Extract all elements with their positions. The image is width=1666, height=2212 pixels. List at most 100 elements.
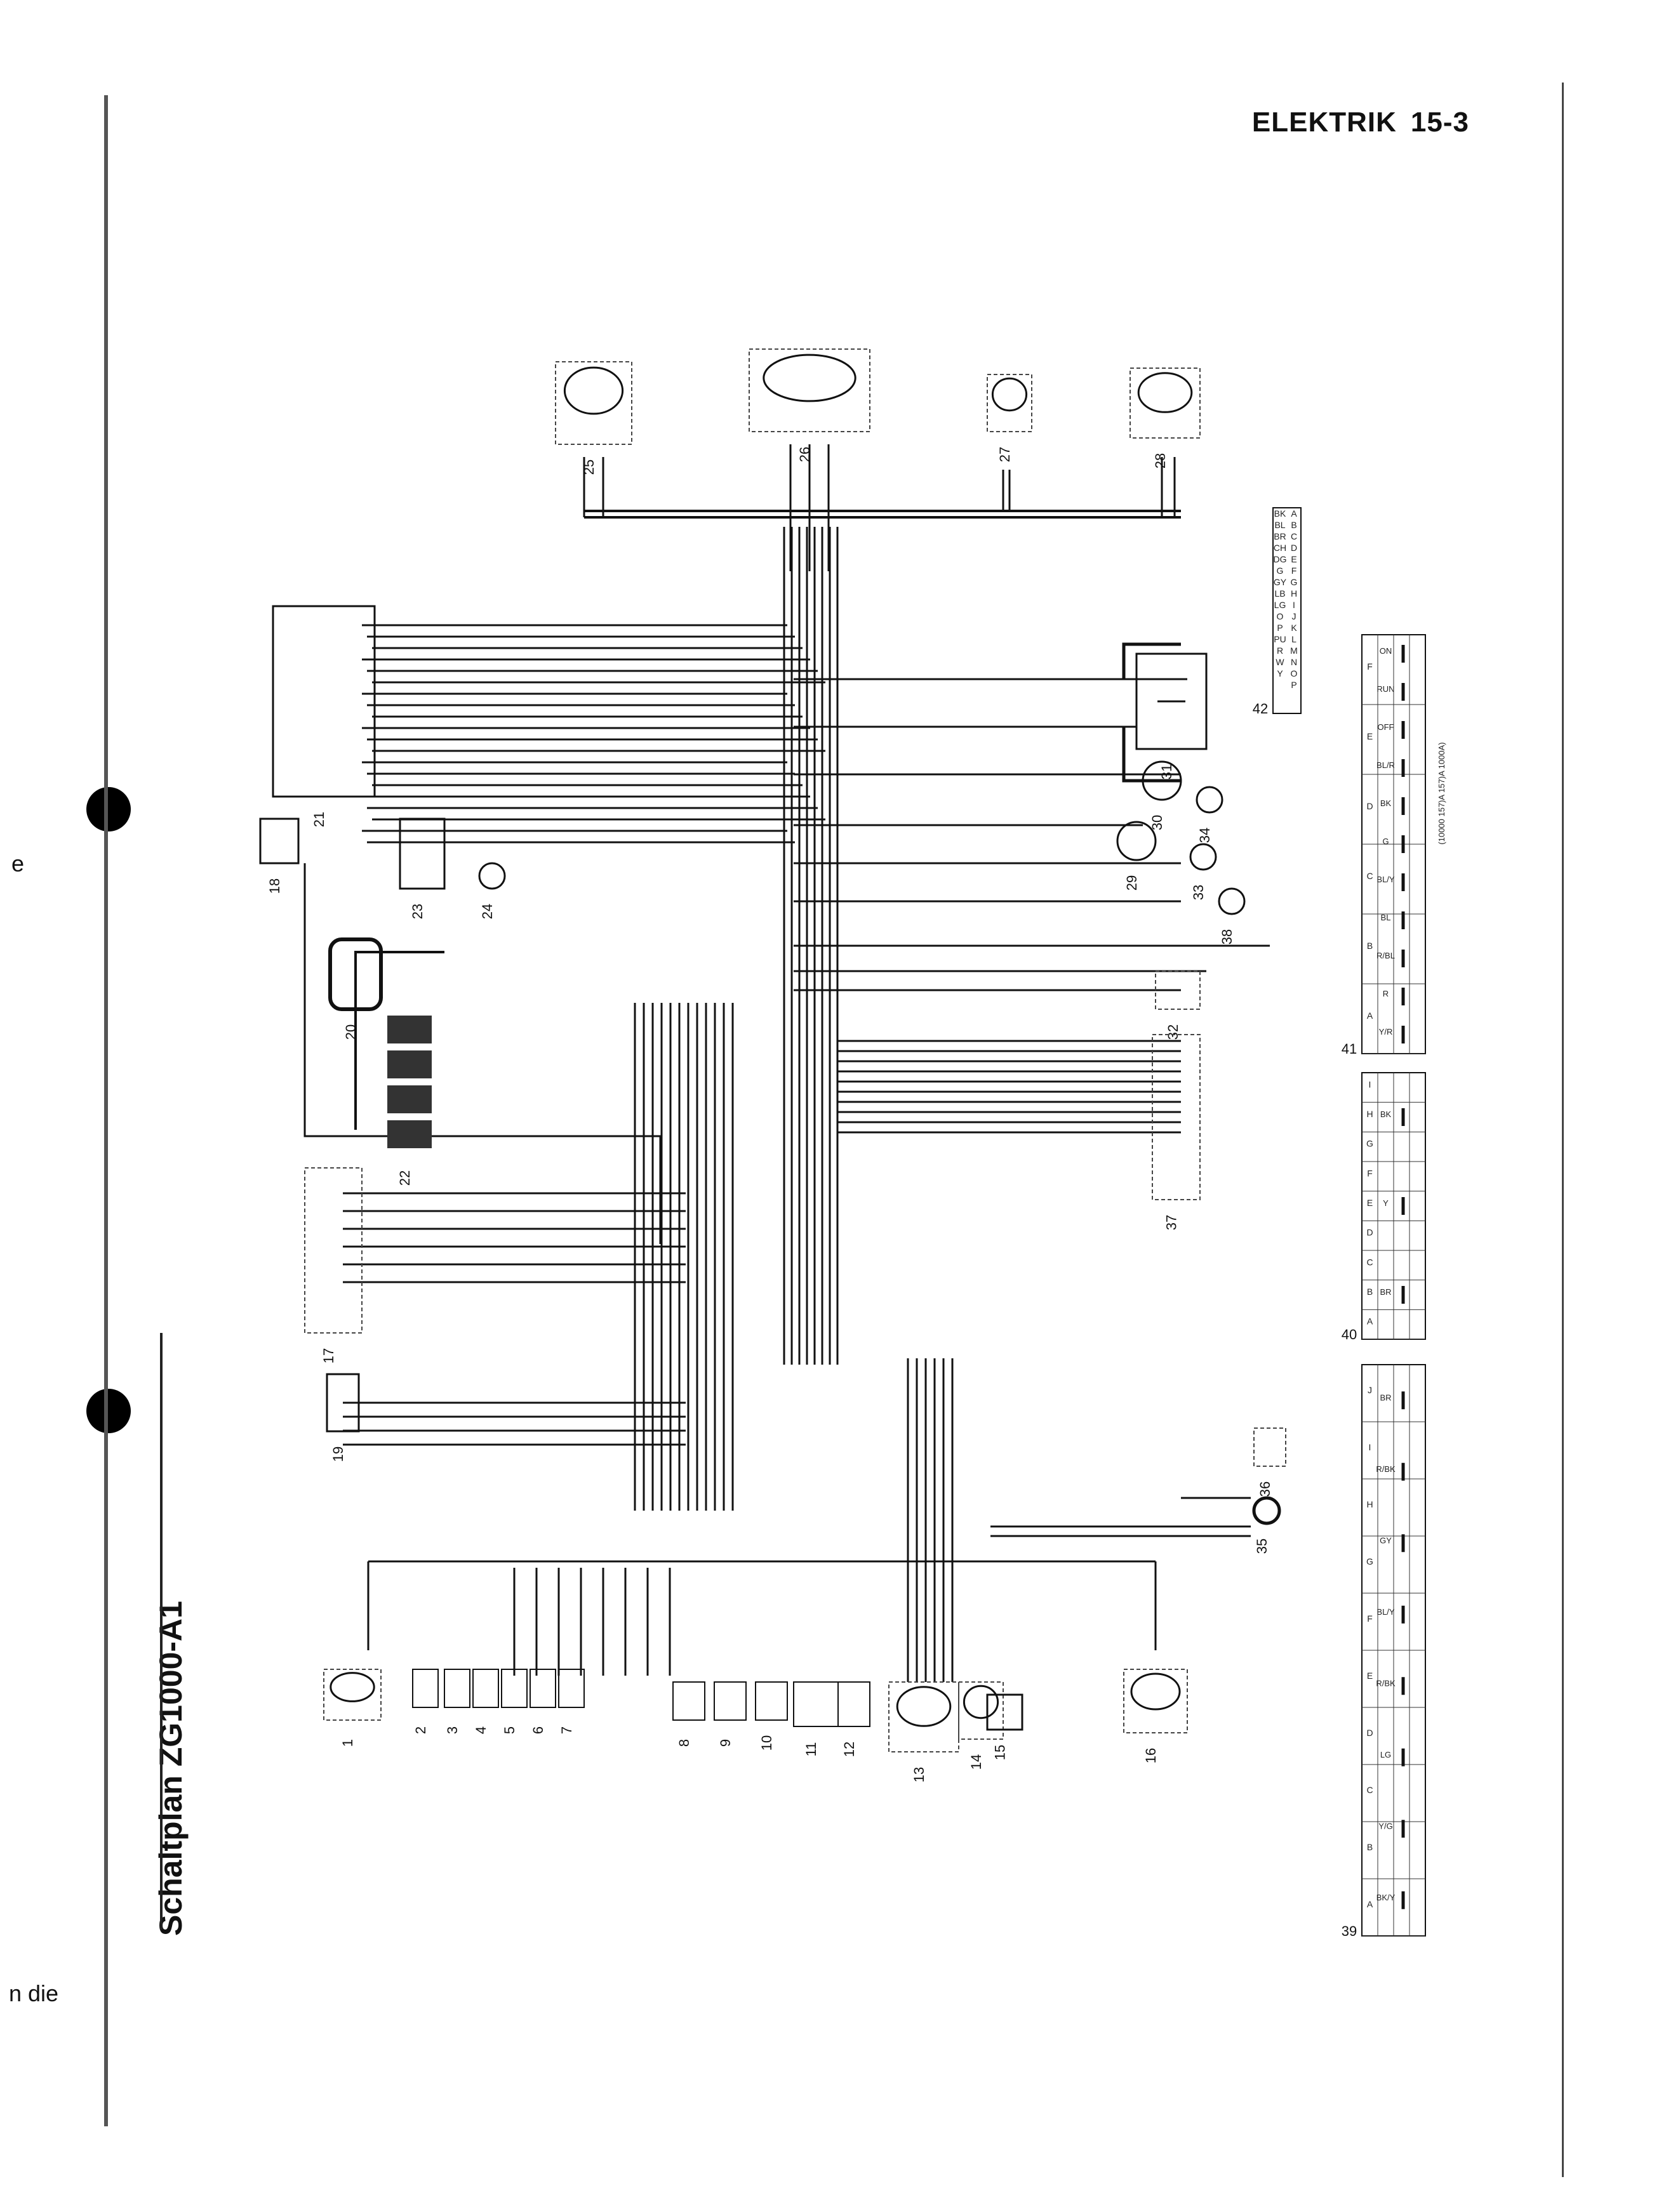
colour-letter: E [1291, 554, 1296, 564]
table-footnote: (10000 157)A 157)A 1000A) [1437, 742, 1446, 844]
component-label: 6 [530, 1726, 546, 1734]
component-label: 24 [479, 904, 495, 919]
component-32: 32 [1155, 970, 1201, 1040]
component-label: 21 [311, 812, 327, 827]
component-33: 33 [1189, 843, 1217, 900]
page-edge-right [1562, 83, 1564, 2177]
colour-letter: M [1290, 646, 1298, 656]
component-label: 14 [968, 1754, 984, 1770]
switch-tables-layer: ABCDEFGHIJKLMNOPBKBLBRCHDGGGYLBLGOPPURWY… [1253, 507, 1446, 1939]
component-label: 23 [410, 904, 425, 919]
colour-letter: P [1291, 680, 1296, 690]
component-label: 32 [1165, 1024, 1181, 1040]
switch-col: G [1366, 1556, 1373, 1566]
margin-fragment-top: e [11, 851, 25, 877]
colour-letter: N [1291, 657, 1297, 667]
switch-row: R/BL [1376, 951, 1395, 960]
switch-row: R/BK [1376, 1678, 1396, 1688]
colour-letter: D [1291, 543, 1297, 553]
component-23: 23 [399, 818, 446, 919]
colour-code: G [1277, 566, 1284, 576]
table-label: 40 [1342, 1327, 1357, 1342]
component-22: 22 [387, 1016, 432, 1186]
colour-letter: H [1291, 588, 1297, 599]
switch-row: BL/Y [1376, 1607, 1395, 1617]
component-1: 1 [323, 1669, 382, 1747]
switch-row: Y [1383, 1198, 1389, 1208]
switch-row: R/BK [1376, 1464, 1396, 1474]
switch-col: A [1367, 1899, 1373, 1909]
component-15: 15 [986, 1693, 1023, 1760]
component-3: 3 [444, 1669, 470, 1734]
wire [1122, 727, 1181, 783]
component-label: 29 [1124, 875, 1140, 891]
switch-col: E [1367, 731, 1373, 741]
component-label: 38 [1219, 929, 1235, 944]
component-label: 28 [1152, 453, 1168, 468]
switch-col: B [1367, 1842, 1373, 1852]
switch-col: A [1367, 1316, 1373, 1327]
switch-col: D [1366, 801, 1373, 811]
component-13: 13 [888, 1681, 959, 1782]
component-label: 4 [473, 1726, 489, 1734]
colour-code: P [1277, 623, 1283, 633]
component-label: 3 [444, 1726, 460, 1734]
wire-harness [303, 444, 1270, 1682]
component-label: 22 [397, 1170, 413, 1186]
colour-code: PU [1274, 634, 1286, 644]
colour-code: BK [1274, 508, 1286, 519]
component-37: 37 [1152, 1034, 1201, 1230]
component-label: 10 [759, 1735, 775, 1751]
component-2: 2 [412, 1669, 439, 1734]
switch-col: E [1367, 1198, 1373, 1208]
component-25: 25 [555, 361, 632, 475]
component-label: 18 [267, 878, 283, 894]
component-36: 36 [1253, 1427, 1286, 1497]
switch-row: BK [1380, 1109, 1392, 1119]
component-19: 19 [326, 1373, 360, 1462]
switch-row: RUN [1376, 684, 1394, 694]
colour-code: R [1277, 646, 1283, 656]
component-31: 31 [1135, 652, 1208, 779]
component-label: 16 [1143, 1748, 1159, 1763]
component-26: 26 [749, 348, 870, 462]
colour-code: CH [1274, 543, 1286, 553]
colour-letter: C [1291, 531, 1297, 541]
component-label: 26 [797, 447, 813, 462]
switch-col: H [1366, 1109, 1373, 1119]
component-label: 30 [1149, 815, 1165, 830]
component-21: 21 [272, 605, 376, 827]
component-30: 30 [1142, 760, 1182, 830]
component-12: 12 [837, 1681, 870, 1757]
colour-code: LB [1274, 588, 1285, 599]
switch-row: Y/R [1379, 1027, 1393, 1036]
component-label: 2 [413, 1726, 429, 1734]
component-label: 19 [330, 1447, 346, 1462]
component-label: 36 [1257, 1481, 1273, 1497]
colour-letter: L [1291, 634, 1296, 644]
colour-letter: K [1291, 623, 1297, 633]
component-label: 34 [1197, 828, 1213, 843]
component-label: 1 [340, 1739, 356, 1747]
wire [303, 863, 662, 1244]
table-label: 41 [1342, 1041, 1357, 1057]
title-rule [160, 1333, 163, 1930]
component-label: 8 [676, 1739, 692, 1747]
component-20: 20 [328, 937, 383, 1040]
component-34: 34 [1196, 786, 1223, 843]
switch-col: C [1366, 871, 1373, 881]
switch-row: BR [1380, 1393, 1391, 1402]
switch-row: OFF [1378, 722, 1394, 732]
switch-col: I [1369, 1442, 1371, 1452]
component-11: 11 [793, 1681, 839, 1757]
component-16: 16 [1123, 1669, 1188, 1763]
component-8: 8 [672, 1681, 705, 1747]
component-label: 15 [992, 1745, 1008, 1760]
switch-col: C [1366, 1785, 1373, 1795]
component-label: 11 [803, 1742, 819, 1757]
colour-code: LG [1274, 600, 1286, 610]
component-18: 18 [259, 818, 300, 894]
switch-col: D [1366, 1228, 1373, 1238]
